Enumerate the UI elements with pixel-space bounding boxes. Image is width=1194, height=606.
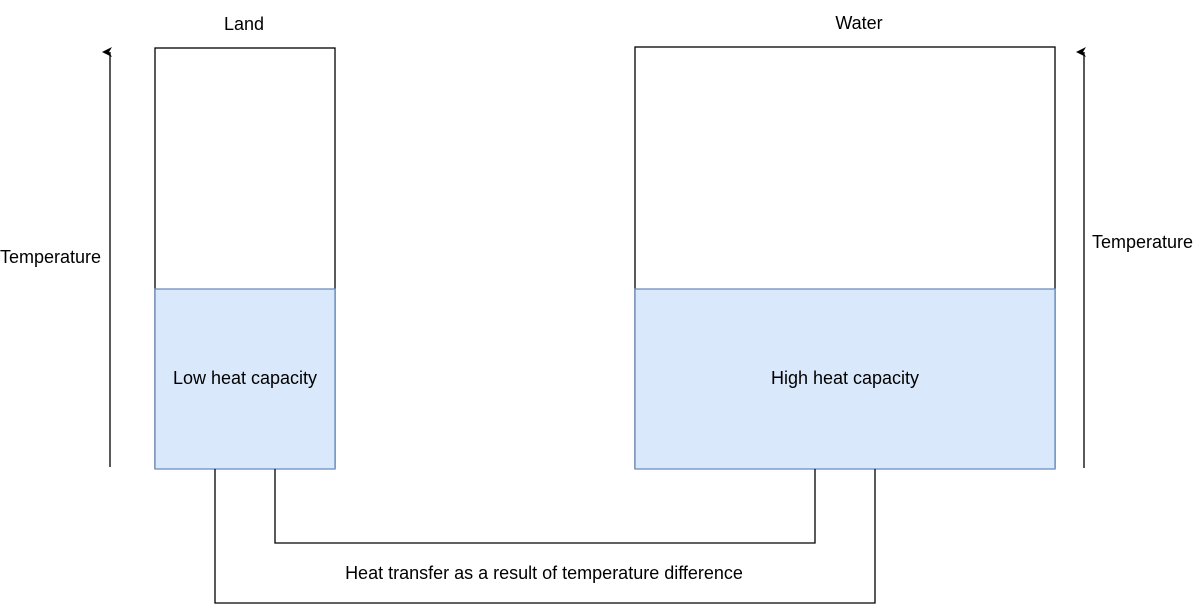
water-title: Water <box>835 13 882 33</box>
land-heat-capacity-fill <box>154 288 336 470</box>
water-heat-capacity-fill <box>634 288 1056 470</box>
land-temperature-axis-label: Temperature <box>0 247 101 267</box>
heat-transfer-outer-connector <box>214 469 876 604</box>
water-heat-capacity-label: High heat capacity <box>771 368 919 388</box>
land-heat-capacity-label: Low heat capacity <box>173 368 317 388</box>
heat-transfer-label: Heat transfer as a result of temperature… <box>345 563 743 583</box>
heat-transfer-inner-connector <box>274 469 816 544</box>
land-title: Land <box>224 14 264 34</box>
water-temperature-axis-label: Temperature <box>1092 232 1193 252</box>
